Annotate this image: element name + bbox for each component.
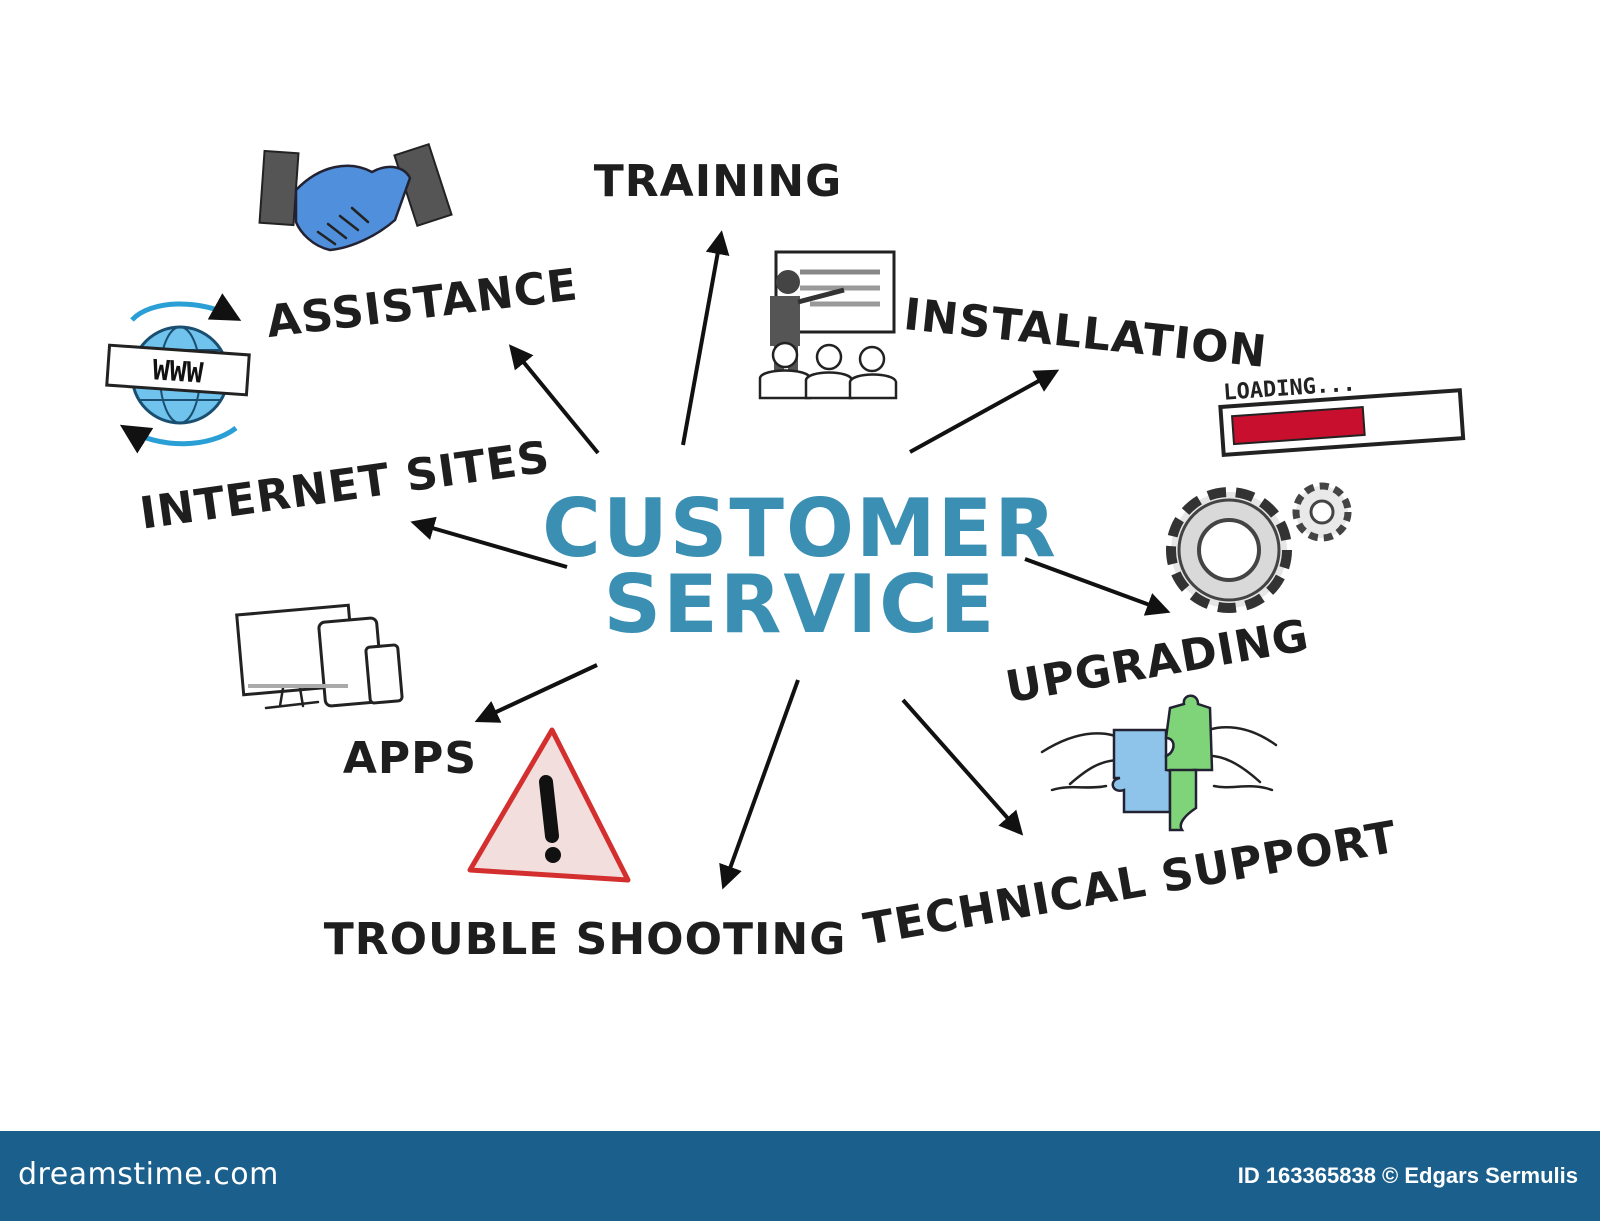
loading-fill: [1230, 405, 1366, 446]
www-globe-icon: WWW: [105, 293, 251, 454]
arrow-to-technical-support: [901, 698, 1024, 836]
arrow-to-upgrading: [1024, 557, 1171, 616]
label-apps: APPS: [343, 733, 477, 784]
presentation-icon: [758, 250, 898, 400]
gears-icon: [1166, 482, 1352, 613]
puzzle-hands-icon: [1040, 694, 1278, 832]
arrow-to-installation: [909, 369, 1060, 454]
loading-bar-icon: LOADING...: [1218, 372, 1466, 457]
label-installation: INSTALLATION: [901, 289, 1269, 378]
label-assistance: ASSISTANCE: [264, 259, 581, 348]
arrows: [410, 230, 1171, 890]
arrow-to-assistance: [508, 344, 600, 455]
handshake-icon: [258, 142, 453, 252]
mind-map: CUSTOMER SERVICE TRAINING ASSISTANCE INS…: [105, 142, 1466, 965]
warning-icon: [467, 727, 631, 883]
arrow-to-apps: [474, 663, 598, 723]
devices-icon: [235, 603, 404, 710]
arrow-to-trouble-shooting: [719, 679, 800, 890]
label-trouble-shooting: TROUBLE SHOOTING: [324, 914, 847, 965]
label-training: TRAINING: [594, 156, 842, 207]
label-technical-support: TECHNICAL SUPPORT: [860, 812, 1401, 956]
footer-brand: dreamstime.com: [18, 1157, 279, 1192]
center-title-line1: CUSTOMER: [542, 482, 1058, 575]
arrow-to-training: [681, 230, 730, 446]
diagram-canvas: CUSTOMER SERVICE TRAINING ASSISTANCE INS…: [105, 142, 1466, 965]
center-title-line2: SERVICE: [604, 558, 997, 651]
footer-bar: dreamstime.com ID 163365838 © Edgars Ser…: [0, 1131, 1600, 1221]
footer-credit: ID 163365838 © Edgars Sermulis: [1237, 1163, 1578, 1188]
label-upgrading: UPGRADING: [1002, 610, 1313, 714]
label-internet-sites: INTERNET SITES: [137, 432, 553, 540]
arrow-to-internet-sites: [410, 516, 568, 569]
www-label: WWW: [152, 353, 205, 389]
